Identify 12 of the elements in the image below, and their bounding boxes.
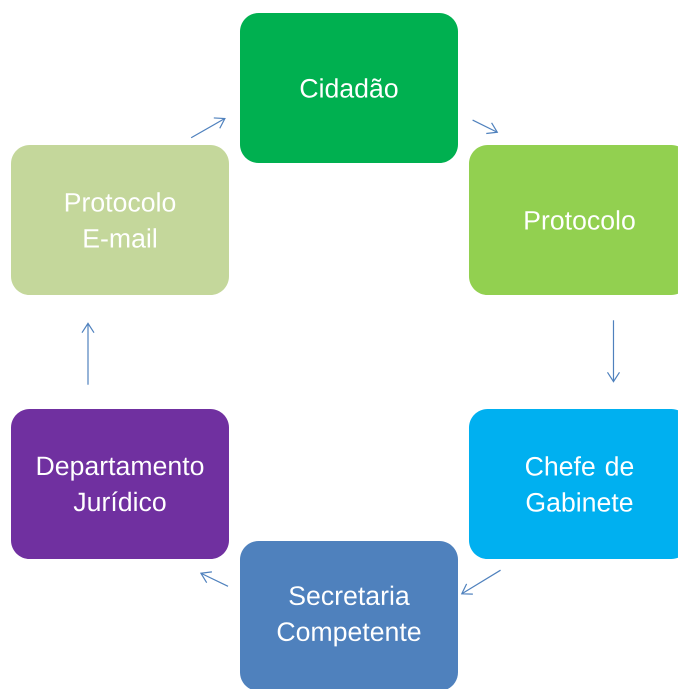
arrow xyxy=(200,571,228,587)
arrow xyxy=(190,117,226,138)
arrow xyxy=(460,570,501,595)
arrow xyxy=(606,320,620,383)
process-box: Protocolo E-mail xyxy=(11,145,229,295)
process-box: Departamento Jurídico xyxy=(11,409,229,559)
arrow xyxy=(82,322,94,385)
arrow xyxy=(472,120,498,134)
process-box: Cidadão xyxy=(240,13,458,163)
process-box: Protocolo xyxy=(468,145,678,295)
process-box: Secretaria Competente xyxy=(240,541,458,689)
process-box: Chefe de Gabinete xyxy=(468,409,678,559)
